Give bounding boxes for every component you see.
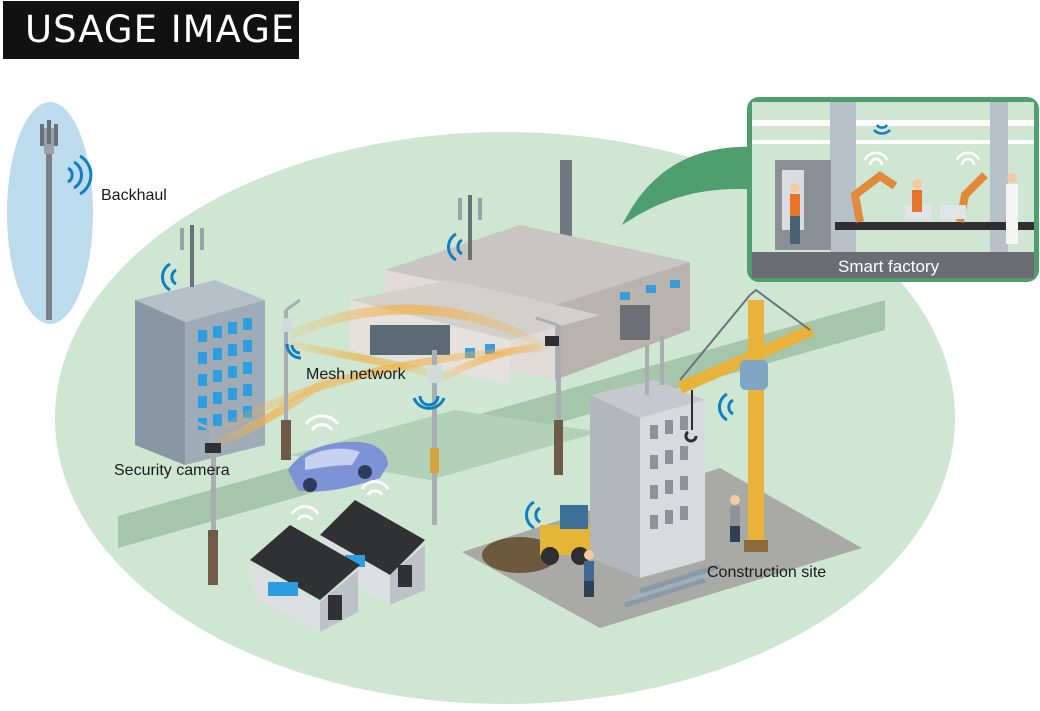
construction-building	[590, 335, 705, 578]
street-lamp-icon	[412, 350, 446, 525]
backhaul-label: Backhaul	[101, 187, 167, 204]
security-camera-icon	[205, 443, 221, 453]
worker-icon	[584, 550, 594, 597]
crane-icon	[677, 288, 815, 552]
wifi-signal-icon	[863, 151, 889, 166]
wifi-signal-icon	[873, 124, 891, 135]
pipe-stack	[624, 563, 721, 608]
wifi-signal-icon	[160, 262, 177, 292]
worker-icon	[730, 495, 740, 542]
wifi-signal-icon	[955, 151, 981, 166]
wifi-signal-icon	[524, 500, 541, 530]
mesh-network-label: Mesh network	[306, 366, 406, 383]
usage-image-banner: USAGE IMAGE	[3, 1, 299, 59]
security-camera-label: Security camera	[114, 462, 230, 479]
wifi-signal-icon	[290, 504, 320, 521]
car-icon	[288, 414, 388, 492]
wifi-signal-icon	[67, 154, 93, 196]
cell-tower-icon	[40, 120, 58, 146]
backhaul-tower	[7, 102, 93, 324]
wifi-signal-icon	[717, 392, 734, 422]
smart-factory-inset	[747, 97, 1039, 282]
wifi-signal-icon	[285, 343, 302, 360]
cell-tower-icon	[458, 195, 482, 260]
wifi-signal-icon	[360, 479, 390, 496]
excavator-icon	[482, 500, 590, 573]
wifi-signal-icon	[446, 232, 463, 262]
house-icon	[250, 504, 360, 632]
mesh-network-links	[212, 304, 548, 448]
street-lamp-icon	[535, 316, 563, 475]
smart-factory-label: Smart factory	[838, 257, 940, 276]
cell-tower-icon	[180, 225, 204, 287]
worker-icon	[790, 183, 800, 244]
security-camera-icon	[545, 336, 559, 346]
wifi-signal-icon	[304, 414, 340, 431]
construction-site-label: Construction site	[707, 564, 827, 581]
street-lamp-icon	[281, 298, 302, 460]
wifi-signal-icon	[412, 395, 446, 410]
street-lamp-icon	[189, 418, 221, 585]
office-building-icon	[135, 225, 265, 465]
factory-building-icon	[350, 160, 690, 385]
